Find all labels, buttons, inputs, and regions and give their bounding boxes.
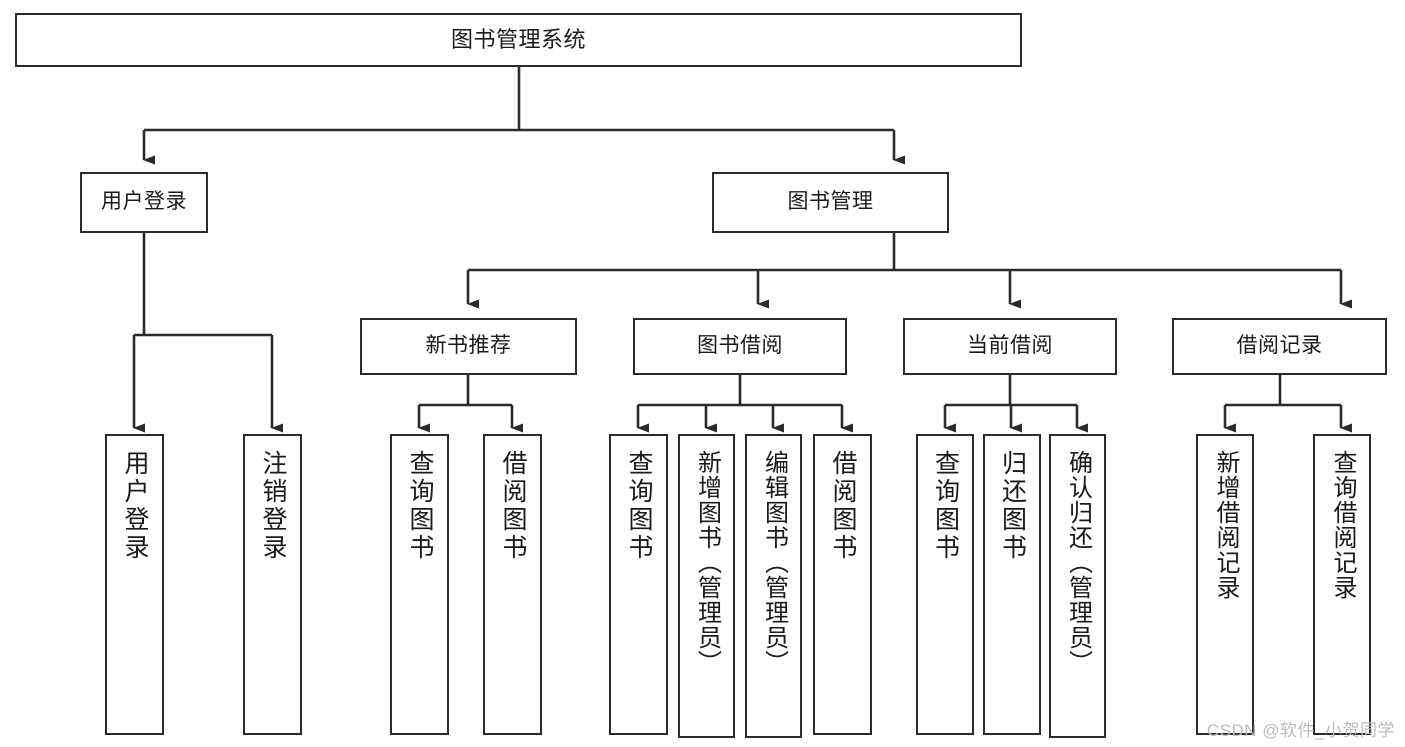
node-label: 借阅记录 [1236,334,1323,358]
leaf-query-book-borrow[interactable]: 查询图书 [609,434,668,735]
node-label: 用户登录 [101,190,187,214]
node-label: 注销登录 [259,450,287,562]
node-new-book-recommend[interactable]: 新书推荐 [360,318,577,375]
node-label: 查询借阅记录 [1329,450,1356,600]
leaf-query-book-current[interactable]: 查询图书 [916,434,974,735]
node-label: 借阅图书 [499,450,527,562]
csdn-watermark: CSDN @软件_小贺同学 [1206,721,1395,740]
node-label: 编辑图书（管理员） [760,450,788,675]
node-label: 借阅图书 [829,450,857,562]
leaf-query-book-recommend[interactable]: 查询图书 [390,434,449,735]
leaf-confirm-return-admin[interactable]: 确认归还（管理员） [1049,434,1106,738]
node-book-borrow[interactable]: 图书借阅 [633,318,847,375]
leaf-add-borrow-record[interactable]: 新增借阅记录 [1196,434,1254,735]
node-label: 图书管理系统 [450,27,586,53]
node-label: 确认归还（管理员） [1064,450,1092,675]
node-label: 图书管理 [787,190,874,214]
node-user-login[interactable]: 用户登录 [80,172,208,233]
leaf-borrow-book-recommend[interactable]: 借阅图书 [483,434,542,735]
node-label: 新增借阅记录 [1212,450,1239,600]
node-borrow-record[interactable]: 借阅记录 [1172,318,1387,375]
node-label: 查询图书 [625,450,653,562]
node-label: 当前借阅 [967,334,1053,358]
leaf-edit-book-admin[interactable]: 编辑图书（管理员） [745,434,802,738]
leaf-add-book-admin[interactable]: 新增图书（管理员） [678,434,735,738]
leaf-logout[interactable]: 注销登录 [243,434,302,735]
node-label: 查询图书 [931,450,960,562]
node-root-system[interactable]: 图书管理系统 [15,13,1022,67]
node-current-borrow[interactable]: 当前借阅 [903,318,1117,375]
node-book-management[interactable]: 图书管理 [712,172,949,233]
node-label: 图书借阅 [697,334,783,358]
node-label: 归还图书 [998,450,1027,562]
node-label: 用户登录 [121,450,149,562]
node-label: 查询图书 [406,450,434,562]
leaf-user-login[interactable]: 用户登录 [105,434,164,735]
leaf-borrow-book[interactable]: 借阅图书 [813,434,872,735]
leaf-return-book[interactable]: 归还图书 [983,434,1041,735]
leaf-query-borrow-record[interactable]: 查询借阅记录 [1313,434,1371,735]
node-label: 新书推荐 [425,334,512,358]
node-label: 新增图书（管理员） [693,450,721,675]
